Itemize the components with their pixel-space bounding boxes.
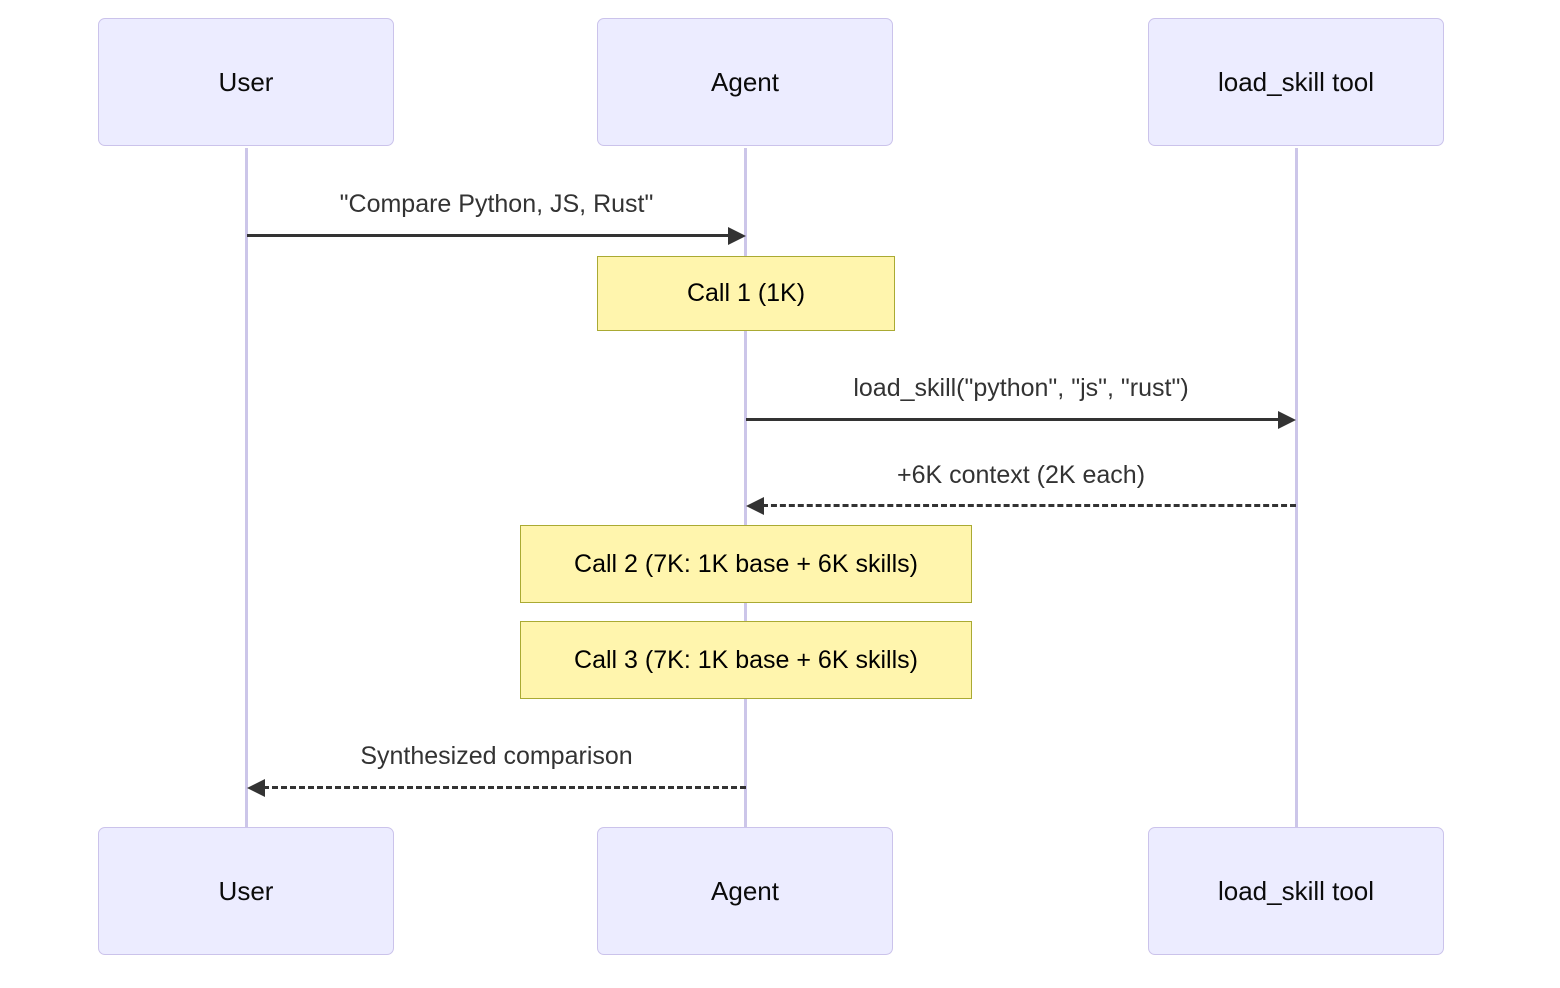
message-label-synthesized-comparison: Synthesized comparison: [360, 742, 633, 770]
lifeline-load-skill-tool: [1295, 148, 1298, 827]
note-call-1-label: Call 1 (1K): [686, 279, 806, 307]
arrowhead-right-icon: [728, 227, 746, 245]
arrowhead-right-icon: [1278, 411, 1296, 429]
note-call-1: Call 1 (1K): [597, 256, 895, 331]
actor-box-user-bottom: User: [98, 827, 394, 955]
actor-label-load-skill-tool: load_skill tool: [1217, 66, 1375, 97]
message-line-load-skill-call: [746, 418, 1280, 421]
actor-label-load-skill-tool: load_skill tool: [1217, 875, 1375, 906]
lifeline-user: [245, 148, 248, 827]
message-line-synthesized-comparison: [263, 786, 746, 789]
message-line-context-return: [762, 504, 1296, 507]
actor-label-user: User: [218, 875, 274, 906]
message-label-compare-request: "Compare Python, JS, Rust": [339, 190, 654, 218]
message-label-load-skill-call: load_skill("python", "js", "rust"): [853, 374, 1189, 402]
note-call-2: Call 2 (7K: 1K base + 6K skills): [520, 525, 972, 603]
actor-label-user: User: [218, 66, 274, 97]
note-call-2-label: Call 2 (7K: 1K base + 6K skills): [574, 549, 918, 578]
actor-box-agent-top: Agent: [597, 18, 893, 146]
actor-label-agent: Agent: [711, 66, 779, 97]
actor-box-agent-bottom: Agent: [597, 827, 893, 955]
actor-label-agent: Agent: [711, 875, 779, 906]
actor-box-load-skill-tool-top: load_skill tool: [1148, 18, 1444, 146]
arrowhead-left-icon: [247, 779, 265, 797]
actor-box-user-top: User: [98, 18, 394, 146]
note-call-3-label: Call 3 (7K: 1K base + 6K skills): [574, 645, 918, 674]
actor-box-load-skill-tool-bottom: load_skill tool: [1148, 827, 1444, 955]
note-call-3: Call 3 (7K: 1K base + 6K skills): [520, 621, 972, 699]
message-label-context-return: +6K context (2K each): [896, 461, 1146, 489]
message-line-compare-request: [247, 234, 730, 237]
arrowhead-left-icon: [746, 497, 764, 515]
lifeline-agent: [744, 148, 747, 827]
